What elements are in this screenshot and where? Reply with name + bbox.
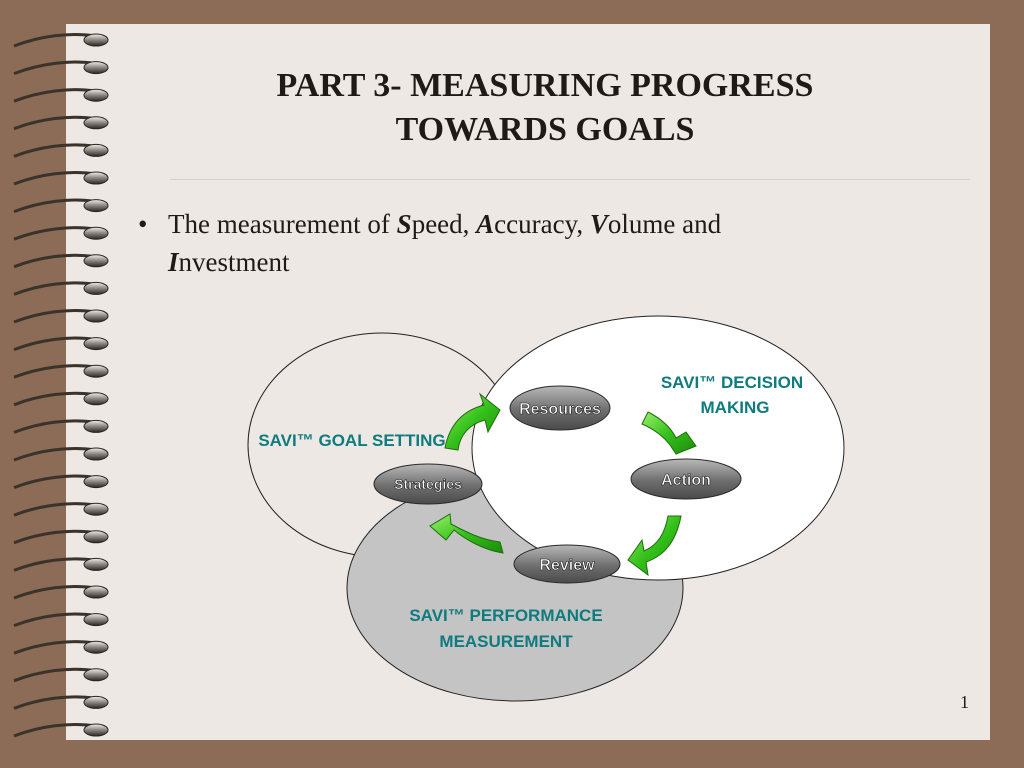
node-strategies: Strategies xyxy=(373,463,483,505)
decision-making-label-2: MAKING xyxy=(701,398,770,417)
decision-making-label-1: SAVI™ DECISION xyxy=(661,373,803,392)
arrow-strategies-to-resources xyxy=(444,392,501,451)
node-strategies-label: Strategies xyxy=(394,476,462,492)
binding-ring xyxy=(83,199,109,213)
binding-ring xyxy=(83,392,109,406)
binding-ring xyxy=(83,668,109,682)
binding-ring xyxy=(83,723,109,737)
performance-label-2: MEASUREMENT xyxy=(439,632,573,651)
title-line-2: TOWARDS GOALS xyxy=(395,111,695,148)
bullet-dot: • xyxy=(138,209,148,239)
binding-ring xyxy=(83,640,109,654)
title-divider xyxy=(170,179,970,180)
binding-ring xyxy=(83,143,109,157)
arrow-resources-to-action xyxy=(641,411,697,455)
page-number: 1 xyxy=(960,692,969,712)
binding-ring xyxy=(83,61,109,75)
node-action: Action xyxy=(630,458,742,500)
letter-i: I xyxy=(168,247,179,277)
binding-ring xyxy=(83,475,109,489)
binding-ring xyxy=(83,364,109,378)
binding-ring xyxy=(83,281,109,295)
binding-ring xyxy=(83,171,109,185)
arrow-review-to-strategies xyxy=(429,513,504,554)
goal-setting-label: SAVI™ GOAL SETTING xyxy=(258,431,445,450)
bullet-item: • The measurement of Speed, Accuracy, Vo… xyxy=(138,205,898,281)
binding-ring xyxy=(83,447,109,461)
letter-s: S xyxy=(396,209,412,239)
performance-label-1: SAVI™ PERFORMANCE xyxy=(409,606,602,625)
letter-v: V xyxy=(589,209,608,239)
binding-ring xyxy=(83,557,109,571)
binding-ring xyxy=(83,88,109,102)
binding-ring xyxy=(83,695,109,709)
binding-ring xyxy=(83,33,109,47)
binding-ring xyxy=(83,585,109,599)
title-line-1: PART 3- MEASURING PROGRESS xyxy=(276,67,814,104)
binding-ring xyxy=(83,530,109,544)
node-resources: Resources xyxy=(509,385,611,431)
binding-ring xyxy=(83,254,109,268)
binding-ring xyxy=(83,116,109,130)
decision-making-circle xyxy=(471,315,845,581)
bullet-text: The measurement of Speed, Accuracy, Volu… xyxy=(168,209,722,277)
letter-a: A xyxy=(476,209,495,239)
binding-ring xyxy=(83,502,109,516)
binding-ring xyxy=(83,613,109,627)
node-review: Review xyxy=(513,544,621,584)
node-action-label: Action xyxy=(661,472,711,489)
arrow-action-to-review xyxy=(627,515,682,577)
binding-ring xyxy=(83,309,109,323)
spiral-binding xyxy=(13,33,109,738)
binding-ring xyxy=(83,226,109,240)
slide-title: PART 3- MEASURING PROGRESS TOWARDS GOALS xyxy=(170,64,920,152)
binding-ring xyxy=(83,337,109,351)
node-review-label: Review xyxy=(539,557,595,574)
node-resources-label: Resources xyxy=(519,401,601,418)
binding-ring xyxy=(83,419,109,433)
